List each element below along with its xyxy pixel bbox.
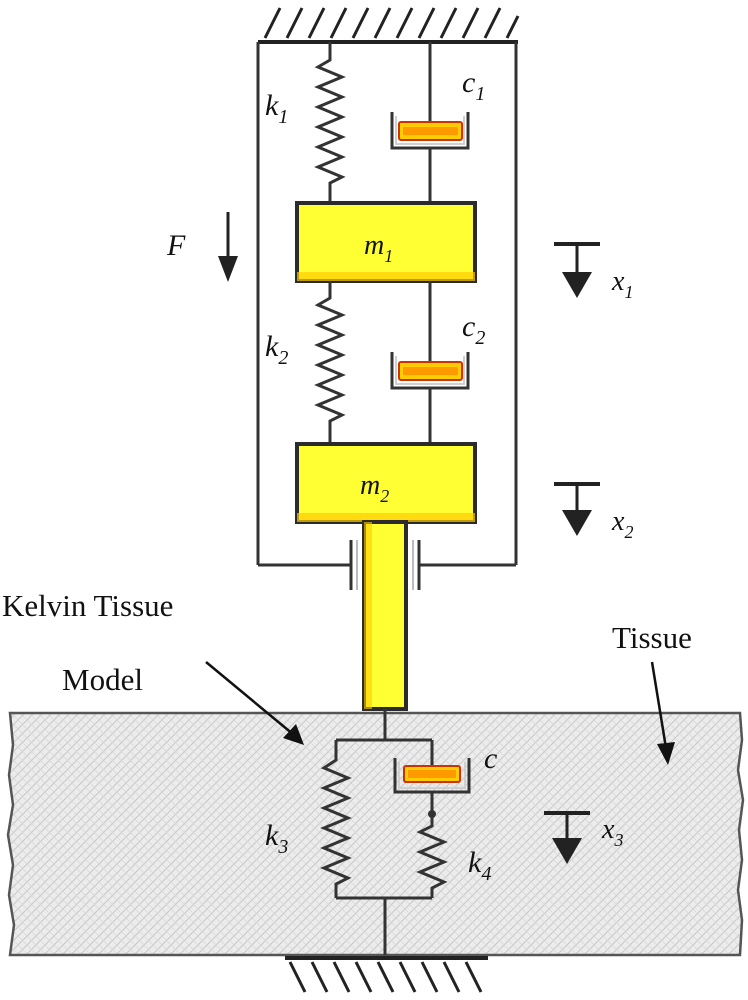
bottom-ground-hatch-icon — [285, 956, 488, 993]
label-m1: m1 — [364, 230, 393, 266]
label-c1: c1 — [462, 66, 485, 105]
tissue-block — [6, 711, 745, 957]
label-c2: c2 — [462, 310, 485, 349]
label-F: F — [166, 229, 186, 262]
label-k1: k1 — [265, 89, 288, 128]
damper-c-icon — [393, 740, 471, 818]
top-ground-hatch-icon — [258, 7, 520, 44]
label-c: c — [484, 742, 497, 775]
label-k2: k2 — [265, 330, 288, 369]
label-m2: m2 — [360, 470, 389, 506]
damper-c2-icon — [390, 281, 470, 445]
label-kelvin-tissue: Kelvin Tissue — [2, 588, 173, 623]
force-arrow-icon — [218, 212, 238, 282]
label-k3: k3 — [265, 819, 288, 858]
label-k4: k4 — [468, 846, 491, 885]
spring-k2-icon — [314, 281, 346, 445]
displacement-x2-icon — [554, 482, 600, 536]
label-x2: x2 — [611, 506, 633, 542]
tissue-region — [6, 711, 745, 957]
mass-m2 — [295, 442, 477, 524]
label-model: Model — [62, 662, 143, 697]
label-x1: x1 — [611, 266, 633, 302]
spring-k4-icon — [416, 815, 448, 898]
mass-m1 — [295, 201, 477, 283]
spring-k3-icon — [320, 740, 352, 898]
kelvin-leader-arrow-icon — [205, 661, 304, 745]
label-x3: x3 — [601, 814, 623, 850]
displacement-x3-icon — [544, 811, 590, 864]
outer-frame — [256, 42, 518, 590]
label-tissue: Tissue — [612, 620, 692, 655]
damper-c1-icon — [390, 42, 470, 205]
displacement-x1-icon — [554, 242, 600, 298]
spring-k1-icon — [314, 42, 346, 205]
tissue-leader-arrow-icon — [650, 661, 675, 765]
kelvin-element — [320, 738, 471, 955]
probe-rod — [362, 520, 408, 740]
